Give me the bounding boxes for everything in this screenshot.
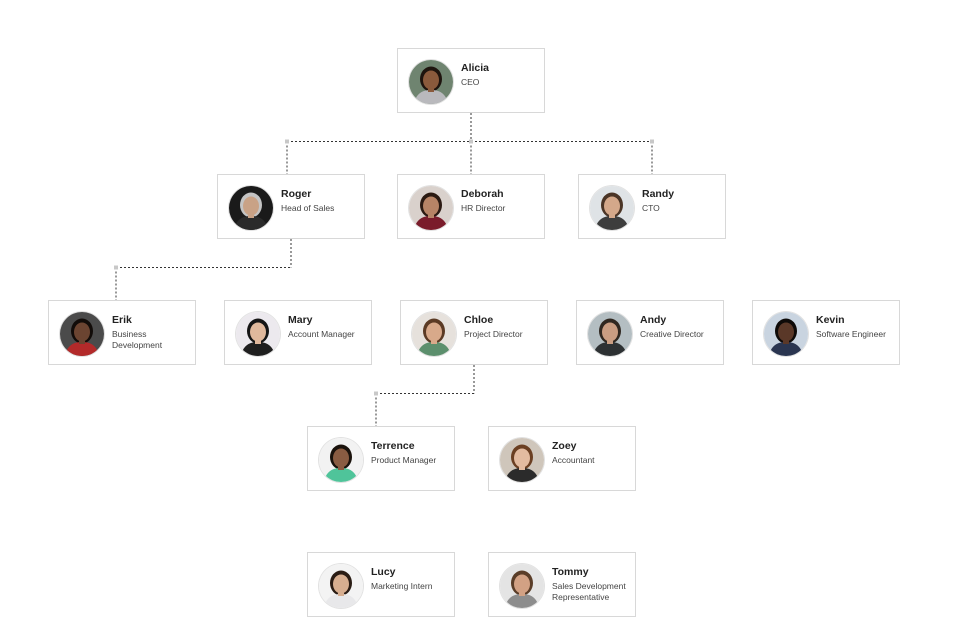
node-name: Andy <box>640 314 667 326</box>
avatar-zoey <box>500 438 544 482</box>
node-name: Randy <box>642 188 675 200</box>
node-title: Marketing Intern <box>371 581 433 591</box>
avatar-deborah <box>409 186 453 230</box>
avatar-andy <box>588 312 632 356</box>
node-title: Accountant <box>552 455 595 465</box>
handle-deborah[interactable] <box>469 139 473 144</box>
avatar-terrence <box>319 438 363 482</box>
node-name: Zoey <box>552 440 577 452</box>
node-name: Terrence <box>371 440 415 452</box>
node-title: HR Director <box>461 203 506 213</box>
node-title: Project Director <box>464 329 523 339</box>
avatar-lucy <box>319 564 363 608</box>
avatar-roger <box>229 186 273 230</box>
handle-roger[interactable] <box>285 139 289 144</box>
node-title: Head of Sales <box>281 203 335 213</box>
avatar-chloe <box>412 312 456 356</box>
node-title: Account Manager <box>288 329 355 339</box>
node-name: Kevin <box>816 314 845 326</box>
node-name: Chloe <box>464 314 494 326</box>
avatar-alicia <box>409 60 453 104</box>
node-title: CEO <box>461 77 480 87</box>
avatar-erik <box>60 312 104 356</box>
avatar-randy <box>590 186 634 230</box>
node-name: Alicia <box>461 62 490 74</box>
node-title: Sales Development Representative <box>552 581 626 602</box>
node-name: Deborah <box>461 188 504 200</box>
node-title: Creative Director <box>640 329 704 339</box>
handle-randy[interactable] <box>650 139 654 144</box>
node-title: Business Development <box>112 329 163 350</box>
handle-erik[interactable] <box>114 265 118 270</box>
avatar-mary <box>236 312 280 356</box>
node-deborah[interactable]: Deborah HR Director <box>397 174 545 239</box>
handle-terrence[interactable] <box>374 391 378 396</box>
avatar-kevin <box>764 312 808 356</box>
node-title: CTO <box>642 203 660 213</box>
node-title: Software Engineer <box>816 329 886 339</box>
node-name: Roger <box>281 188 312 200</box>
node-name: Tommy <box>552 566 589 578</box>
node-name: Mary <box>288 314 313 326</box>
node-name: Erik <box>112 314 132 326</box>
node-name: Lucy <box>371 566 396 578</box>
node-title: Product Manager <box>371 455 437 465</box>
avatar-tommy <box>500 564 544 608</box>
